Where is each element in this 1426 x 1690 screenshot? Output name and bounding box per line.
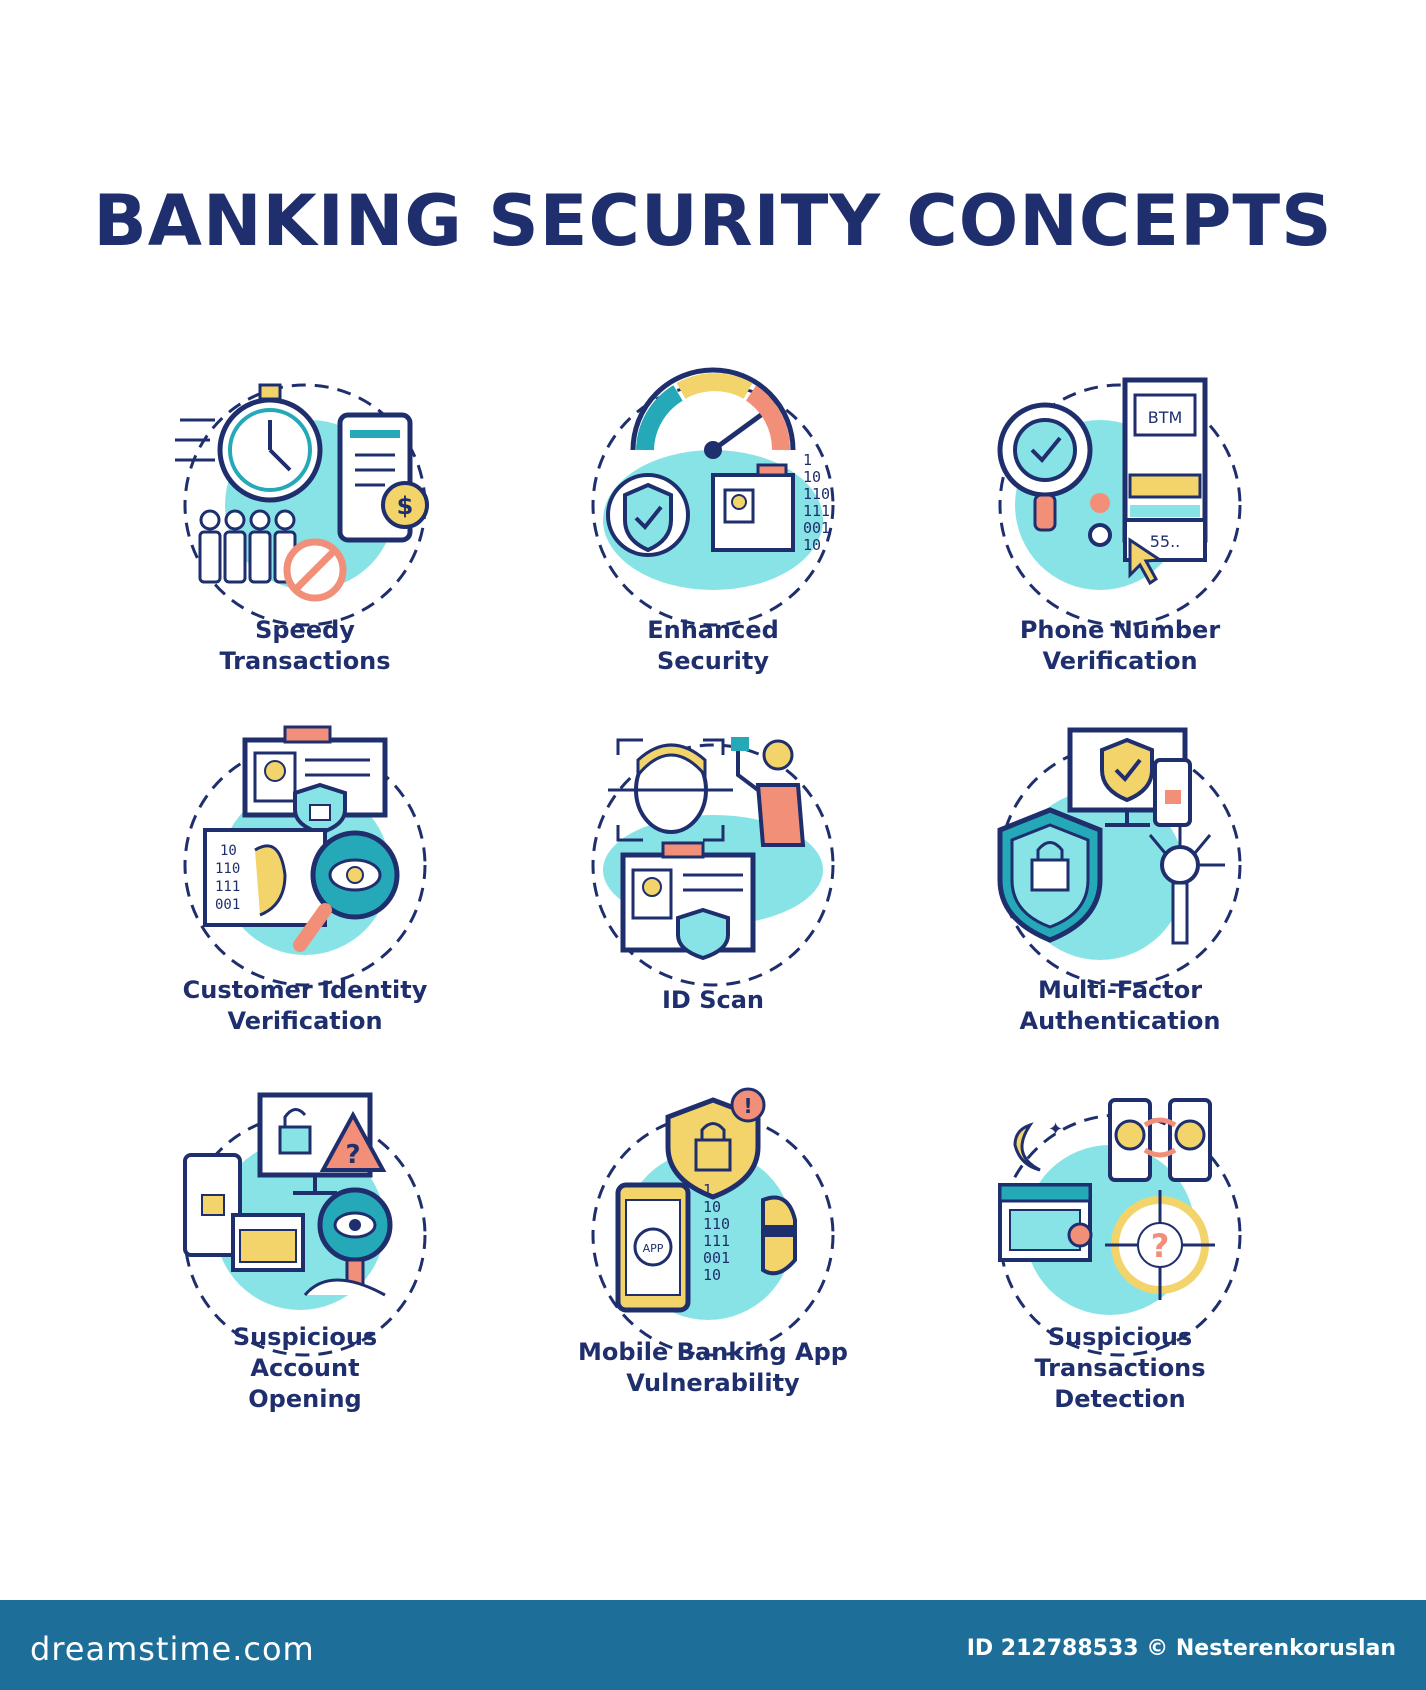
- svg-text:10: 10: [703, 1198, 721, 1216]
- svg-text:$: $: [397, 492, 414, 520]
- svg-text:?: ?: [1151, 1227, 1170, 1265]
- svg-text:✦: ✦: [1048, 1119, 1063, 1140]
- shield-key-monitor-icon: [970, 715, 1270, 1015]
- svg-text:110: 110: [803, 485, 830, 503]
- stopwatch-queue-icon: $: [155, 355, 455, 655]
- image-credit: ID 212788533 © Nesterenkoruslan: [966, 1636, 1396, 1661]
- id-card-magnifier-icon: 10 110 111 001: [155, 715, 455, 1015]
- atm-phone-verification-icon: BTM 55..: [970, 355, 1270, 655]
- watermark-brand: dreamstime.com: [30, 1630, 315, 1668]
- transaction-target-icon: ✦ ?: [970, 1085, 1270, 1385]
- svg-text:001: 001: [215, 897, 240, 913]
- security-gauge-shield-icon: 1 10 110 111 001 10: [563, 355, 863, 655]
- svg-text:1: 1: [703, 1181, 712, 1199]
- svg-text:?: ?: [345, 1140, 360, 1170]
- page-title: BANKING SECURITY CONCEPTS: [93, 180, 1333, 262]
- svg-text:001: 001: [703, 1249, 730, 1267]
- svg-text:110: 110: [215, 861, 240, 877]
- svg-text:111: 111: [215, 879, 240, 895]
- svg-text:10: 10: [803, 536, 821, 554]
- svg-text:BTM: BTM: [1148, 408, 1183, 427]
- svg-text:55..: 55..: [1150, 532, 1181, 551]
- footer-bar: dreamstime.com ID 212788533 © Nesterenko…: [0, 1600, 1426, 1690]
- face-scan-id-card-icon: [563, 715, 863, 1015]
- svg-text:10: 10: [220, 843, 237, 859]
- svg-text:10: 10: [703, 1266, 721, 1284]
- svg-text:APP: APP: [643, 1242, 664, 1255]
- app-hacker-lock-icon: ! APP 1 10 110 111 001 10: [563, 1085, 863, 1385]
- svg-text:111: 111: [703, 1232, 730, 1250]
- svg-text:001: 001: [803, 519, 830, 537]
- concept-label-id-scan: ID Scan: [662, 986, 764, 1014]
- svg-text:111: 111: [803, 502, 830, 520]
- svg-text:110: 110: [703, 1215, 730, 1233]
- svg-text:1: 1: [803, 451, 812, 469]
- svg-text:!: !: [743, 1094, 752, 1118]
- svg-text:10: 10: [803, 468, 821, 486]
- unlocked-account-warning-icon: ?: [155, 1085, 455, 1385]
